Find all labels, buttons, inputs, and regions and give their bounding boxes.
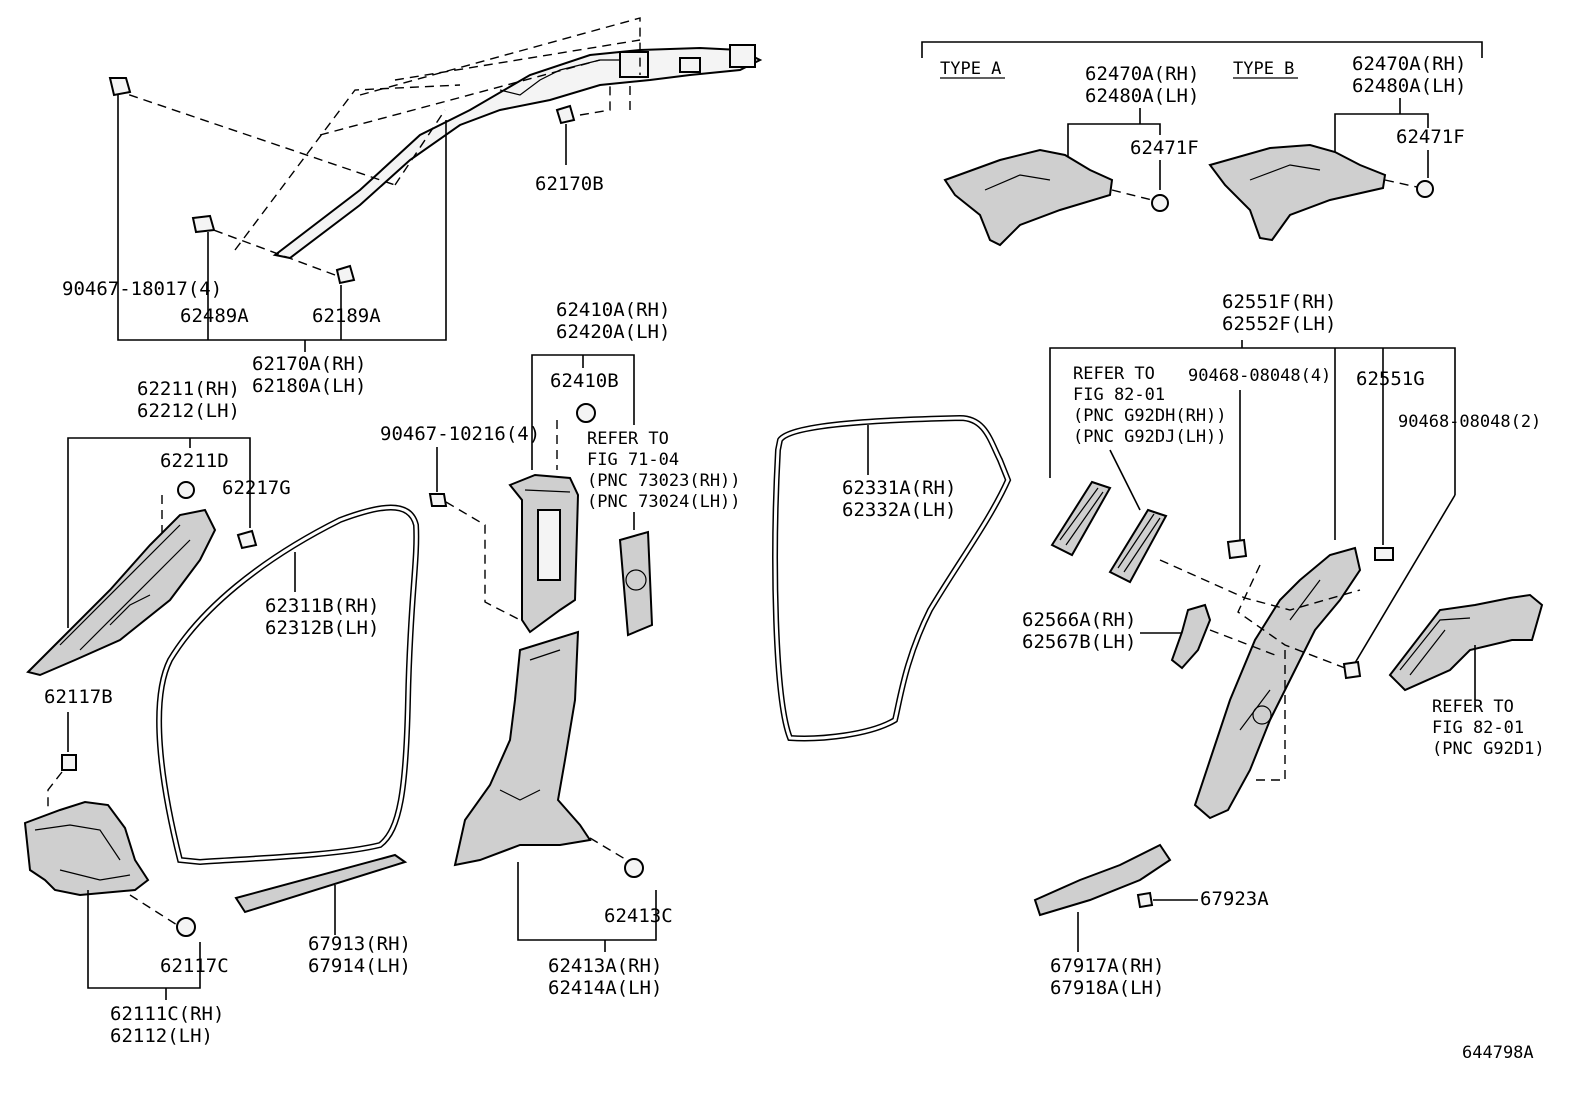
label-90468-2: 90468-08048(2): [1398, 412, 1541, 432]
label-62413C: 62413C: [604, 905, 673, 927]
label-ref71-2: FIG 71-04: [587, 450, 679, 470]
label-ref82b-2: FIG 82-01: [1432, 718, 1524, 738]
bolt-62170B: [555, 104, 576, 165]
label-ref82b-3: (PNC G92D1): [1432, 739, 1545, 759]
air-duct-ref: [1388, 593, 1544, 692]
vent-grille-ref-a: [1050, 480, 1112, 557]
label-62311B: 62311B(RH): [265, 595, 379, 617]
label-62212: 62212(LH): [137, 400, 240, 422]
roof-side-rail-assembly: [114, 17, 763, 276]
label-62332A: 62332A(LH): [842, 499, 956, 521]
clip-67923A: [1136, 891, 1154, 909]
center-pillar-garnish-lower-62413A: [453, 630, 636, 867]
label-62410A: 62410A(RH): [556, 299, 670, 321]
label-ref82a-1: REFER TO: [1073, 364, 1155, 384]
clip-62117B: [47, 754, 77, 810]
label-62414A: 62414A(LH): [548, 977, 662, 999]
label-62420A: 62420A(LH): [556, 321, 670, 343]
clip-62489A: [191, 214, 216, 234]
clip-62413C: [624, 858, 644, 878]
clip-62117C: [176, 917, 196, 937]
clip-90467-10216: [428, 493, 521, 621]
figure-id: 644798A: [1462, 1043, 1534, 1063]
vent-grille-ref-b: [1108, 508, 1168, 584]
label-ref82a-2: FIG 82-01: [1073, 385, 1165, 405]
label-ref82a-3: (PNC G92DH(RH)): [1073, 406, 1227, 426]
label-90467-10216: 90467-10216(4): [380, 423, 540, 445]
label-62170A: 62170A(RH): [252, 353, 366, 375]
label-62189A: 62189A: [312, 305, 381, 327]
label-62112: 62112(LH): [110, 1025, 213, 1047]
label-type-a: TYPE A: [940, 59, 1001, 79]
label-62551G: 62551G: [1356, 368, 1425, 390]
label-62312B: 62312B(LH): [265, 617, 379, 639]
rear-scuff-plate-67917A: [1033, 843, 1172, 917]
label-ref82a-4: (PNC G92DJ(LH)): [1073, 427, 1227, 447]
label-62551F: 62551F(RH): [1222, 291, 1336, 313]
clip-62217G: [236, 529, 258, 550]
label-62567B: 62567B(LH): [1022, 631, 1136, 653]
seat-belt-retractor-ref: [618, 530, 654, 637]
label-62471F-a: 62471F: [1130, 137, 1199, 159]
rear-door-weatherstrip-62331A: [772, 414, 1012, 742]
label-62489A: 62489A: [180, 305, 249, 327]
quarter-trim-type-b-62470A: [1208, 143, 1434, 242]
clip-90467-18017: [108, 77, 132, 97]
label-62566A: 62566A(RH): [1022, 609, 1136, 631]
clip-62410B: [556, 403, 596, 470]
label-62413A: 62413A(RH): [548, 955, 662, 977]
bracket-62189A: [335, 264, 356, 285]
label-90468-4: 90468-08048(4): [1188, 366, 1331, 386]
label-67917A: 67917A(RH): [1050, 955, 1164, 977]
label-62331A: 62331A(RH): [842, 477, 956, 499]
label-62410B: 62410B: [550, 370, 619, 392]
clip-62211D: [161, 481, 195, 560]
quarter-trim-type-a-62470A: [943, 148, 1169, 247]
scuff-plate-67913: [234, 853, 408, 914]
label-62552F: 62552F(LH): [1222, 313, 1336, 335]
label-type-b: TYPE B: [1233, 59, 1294, 79]
label-62211: 62211(RH): [137, 378, 240, 400]
label-67923A: 67923A: [1200, 888, 1269, 910]
label-62170B: 62170B: [535, 173, 604, 195]
label-ref71-3: (PNC 73023(RH)): [587, 471, 741, 491]
center-pillar-garnish-upper-62410A: [508, 473, 580, 634]
label-67914: 67914(LH): [308, 955, 411, 977]
label-62480A-b: 62480A(LH): [1352, 75, 1466, 97]
label-ref82b-1: REFER TO: [1432, 697, 1514, 717]
label-62470A-b: 62470A(RH): [1352, 53, 1466, 75]
label-62217G: 62217G: [222, 477, 291, 499]
label-62180A: 62180A(LH): [252, 375, 366, 397]
clip-62551G: [1374, 547, 1394, 561]
label-62111C: 62111C(RH): [110, 1003, 224, 1025]
clip-90468-4: [1226, 538, 1248, 560]
label-67913: 67913(RH): [308, 933, 411, 955]
bracket-62566A: [1170, 603, 1212, 670]
front-door-weatherstrip-62311B: [156, 504, 420, 866]
label-ref71-1: REFER TO: [587, 429, 669, 449]
label-90467-18017: 90467-18017(4): [62, 278, 222, 300]
clip-90468-2: [1342, 660, 1362, 680]
label-62471F-b: 62471F: [1396, 126, 1465, 148]
front-pillar-garnish-62211: [26, 508, 217, 677]
cowl-side-trim-62111C: [23, 800, 186, 931]
label-ref71-4: (PNC 73024(LH)): [587, 492, 741, 512]
label-62211D: 62211D: [160, 450, 229, 472]
label-62117C: 62117C: [160, 955, 229, 977]
label-67918A: 67918A(LH): [1050, 977, 1164, 999]
deck-side-trim-62551F: [1193, 546, 1362, 820]
label-62117B: 62117B: [44, 686, 113, 708]
label-62470A-a: 62470A(RH): [1085, 63, 1199, 85]
label-62480A-a: 62480A(LH): [1085, 85, 1199, 107]
